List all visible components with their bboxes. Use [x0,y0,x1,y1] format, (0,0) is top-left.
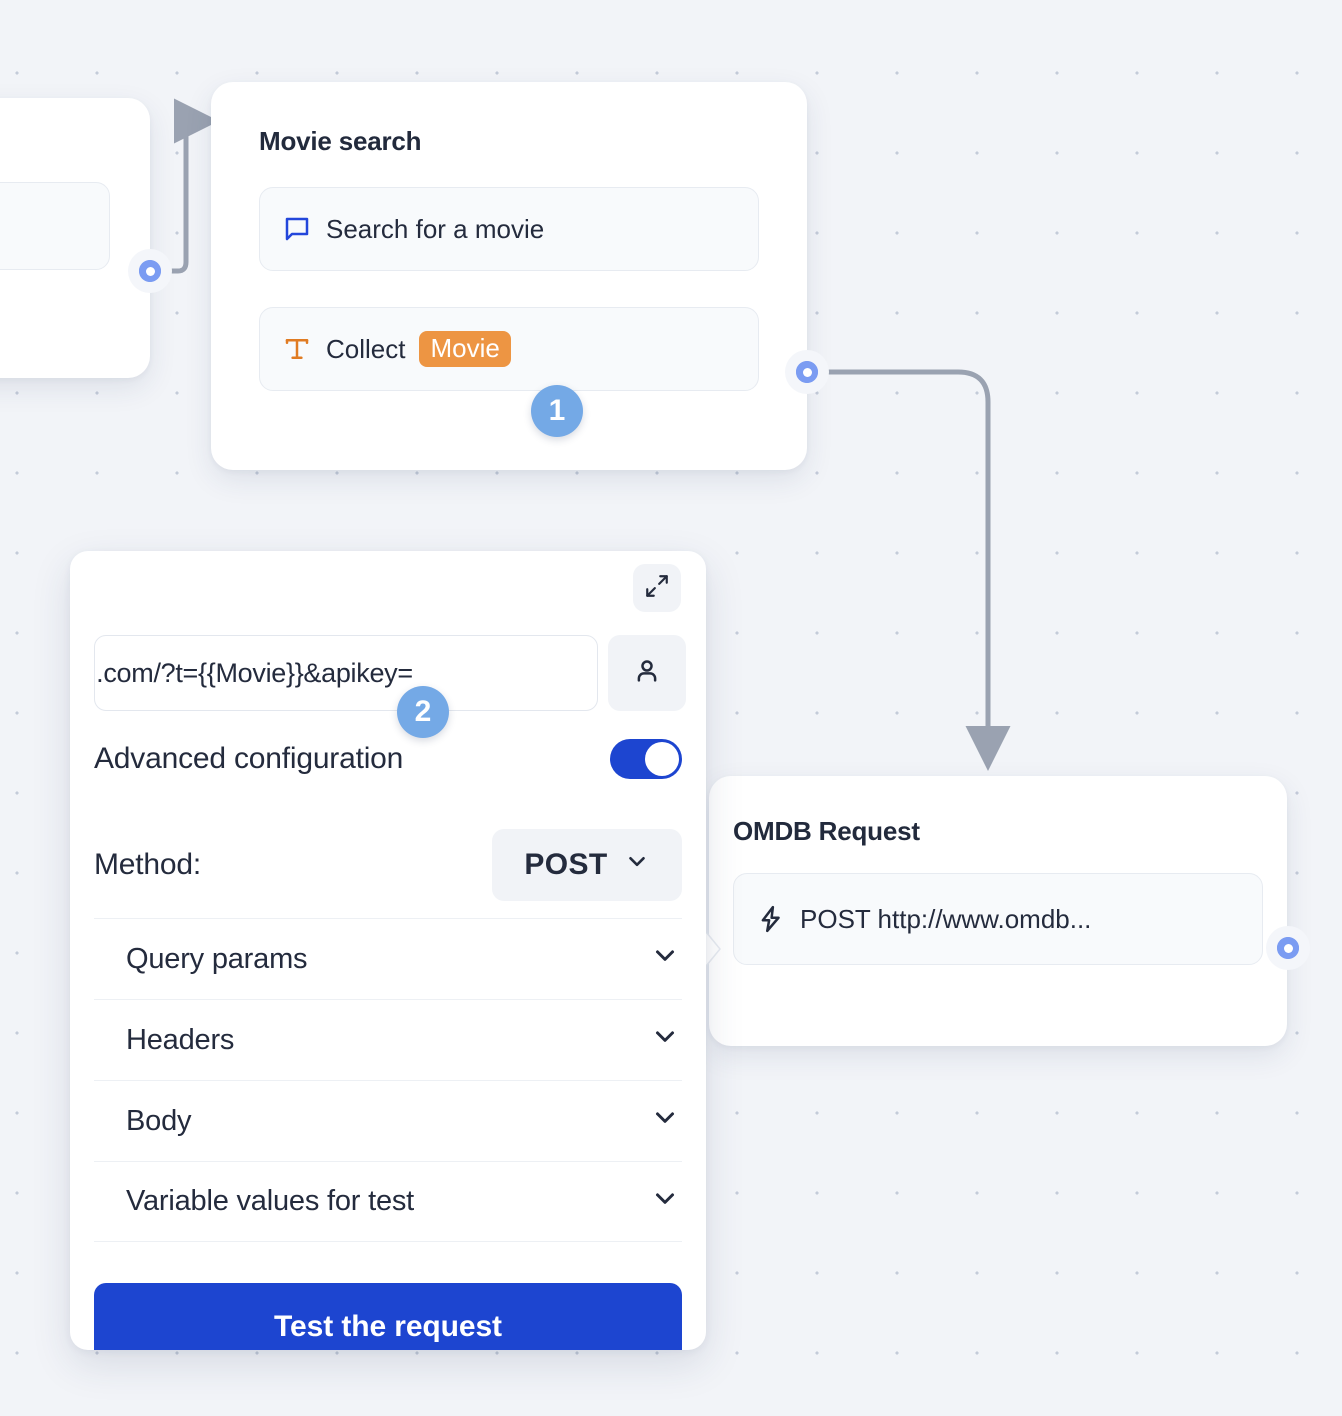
credentials-button[interactable] [608,635,686,711]
chevron-down-icon[interactable] [650,940,680,978]
section-label: Body [126,1104,192,1137]
request-url-row[interactable]: api.com/?t={{Movie}}&apikey= [94,635,686,711]
advanced-configuration-label: Advanced configuration [94,742,404,775]
section-variable-values-for-test[interactable]: Variable values for test [94,1161,682,1242]
node-row-collect-movie[interactable]: Collect Movie [259,307,759,391]
section-body[interactable]: Body [94,1080,682,1161]
node-card-omdb-request[interactable]: OMDB Request POST http://www.omdb... [709,776,1287,1046]
section-query-params[interactable]: Query params [94,918,682,999]
connector-port-movie-search-output[interactable] [785,350,829,394]
http-method-select[interactable]: POST [492,829,682,901]
node-row-post-request[interactable]: POST http://www.omdb... [733,873,1263,965]
chevron-down-icon[interactable] [650,1102,680,1140]
http-method-row[interactable]: Method: POST [94,829,682,901]
text-type-icon [282,334,312,364]
node-row-search-for-a-movie[interactable]: Search for a movie [259,187,759,271]
node-row-label: Collect [326,333,406,364]
request-url-input[interactable]: api.com/?t={{Movie}}&apikey= [94,635,598,711]
test-the-request-button[interactable]: Test the request [94,1283,682,1350]
advanced-configuration-row[interactable]: Advanced configuration [94,739,682,779]
chevron-down-icon[interactable] [650,1021,680,1059]
request-url-value: api.com/?t={{Movie}}&apikey= [94,657,413,688]
popover-tail-icon [701,926,721,972]
connector-port-source-left[interactable] [128,249,172,293]
variable-pill-movie[interactable]: Movie [419,331,511,367]
wire-movie-search-to-omdb [826,369,1011,772]
node-row-label: POST http://www.omdb... [800,903,1092,934]
chevron-down-icon [624,848,650,882]
section-label: Headers [126,1023,235,1056]
chevron-down-icon[interactable] [650,1183,680,1221]
connector-port-omdb-output[interactable] [1266,926,1310,970]
section-headers[interactable]: Headers [94,999,682,1080]
node-card-movie-search[interactable]: Movie search Search for a movie Collect [211,82,807,470]
step-badge-2: 2 [397,686,449,738]
node-title-movie-search: Movie search [259,126,422,156]
http-method-value: POST [524,848,608,881]
node-card-partial-left[interactable] [0,98,150,378]
lightning-bolt-icon [756,904,786,934]
section-label: Query params [126,942,308,975]
http-method-label: Method: [94,848,201,881]
expand-diagonal-icon [644,573,670,604]
person-icon [632,656,662,691]
configuration-sections: Query params Headers Body [94,918,682,1242]
toggle-knob [645,742,679,776]
node-row-placeholder [0,182,110,270]
request-configuration-panel[interactable]: api.com/?t={{Movie}}&apikey= Advanced co… [70,551,706,1350]
advanced-configuration-toggle[interactable] [610,739,682,779]
step-badge-1: 1 [531,385,583,437]
section-label: Variable values for test [126,1185,415,1217]
expand-panel-button[interactable] [633,564,681,612]
node-row-label: Search for a movie [326,213,545,244]
wire-start-to-movie-search [169,98,220,274]
node-title-omdb-request: OMDB Request [733,816,920,846]
chat-bubble-icon [282,214,312,244]
